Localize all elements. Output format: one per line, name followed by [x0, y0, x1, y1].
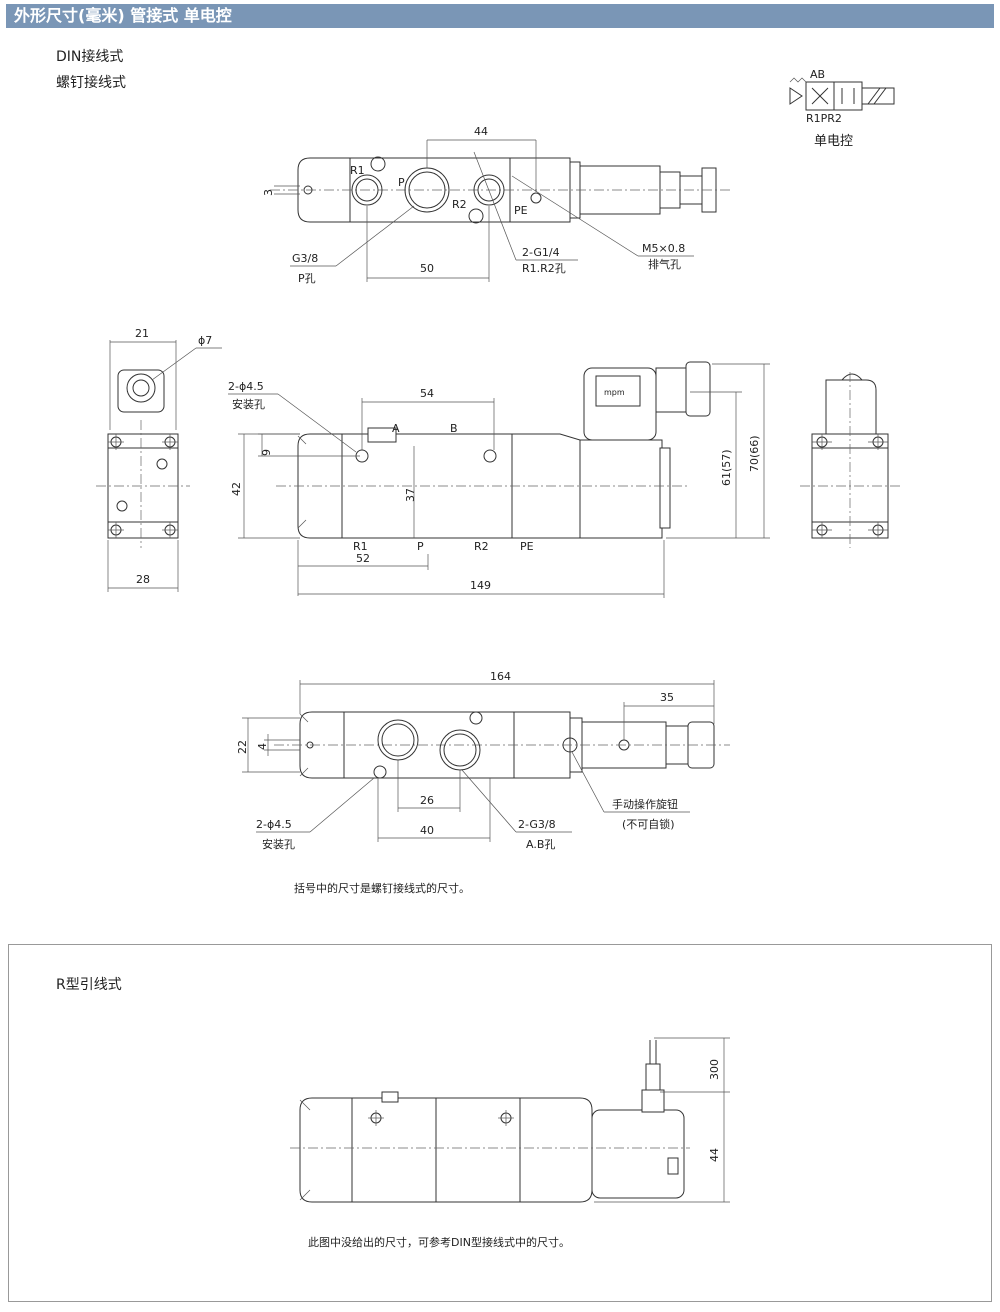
din-wiring-label: DIN接线式: [56, 49, 124, 65]
r-dim-44: 44: [708, 1148, 721, 1162]
r-type-note: 此图中没给出的尺寸，可参考DIN型接线式中的尺寸。: [308, 1236, 570, 1249]
front-dim-52: 52: [356, 552, 370, 565]
top-callout-p-hole: P孔: [298, 272, 316, 285]
top-port-r2: R2: [452, 198, 467, 211]
end-dim-phi7: ϕ7: [198, 334, 212, 347]
front-port-r1: R1: [353, 540, 368, 553]
r-type-view: 300 44: [290, 1037, 730, 1203]
front-dim-70: 70(66): [748, 435, 761, 472]
top-port-r1: R1: [350, 164, 365, 177]
top-callout-r1r2-hole: R1.R2孔: [522, 262, 566, 275]
bottom-callout-mount-hole: 安装孔: [262, 837, 295, 851]
top-port-pe: PE: [514, 204, 528, 217]
front-dim-42: 42: [230, 482, 243, 496]
bottom-callout-not-lock: (不可自锁): [622, 817, 675, 831]
front-port-b: B: [450, 422, 458, 435]
top-dim-50: 50: [420, 262, 434, 275]
front-dim-54: 54: [420, 387, 434, 400]
top-callout-g38: G3/8: [292, 252, 318, 265]
r-type-panel: [8, 944, 992, 1302]
front-port-r2: R2: [474, 540, 489, 553]
coil-mark: mpm: [604, 388, 625, 397]
front-port-pe: PE: [520, 540, 534, 553]
bottom-view: 164 35 22 4 26 40 2-ϕ4.5 安装孔 2-G3/8 A.B孔: [236, 670, 730, 851]
bottom-callout-2g38: 2-G3/8: [518, 818, 556, 831]
front-callout-mount-hole: 安装孔: [232, 397, 265, 411]
bottom-dim-22: 22: [236, 740, 249, 754]
top-dim-44: 44: [474, 125, 488, 138]
bottom-callout-ab-hole: A.B孔: [526, 838, 555, 851]
end-dim-28: 28: [136, 573, 150, 586]
front-port-a: A: [392, 422, 400, 435]
screw-wiring-label: 螺钉接线式: [56, 75, 126, 91]
front-dim-9: 9: [260, 449, 273, 456]
symbol-ports-label: R1PR2: [806, 112, 842, 125]
bottom-callout-2phi45: 2-ϕ4.5: [256, 818, 292, 831]
front-dim-149: 149: [470, 579, 491, 592]
top-callout-m5: M5×0.8: [642, 242, 685, 255]
end-view-left: 21 ϕ7 28: [96, 327, 222, 592]
symbol-caption: 单电控: [814, 134, 853, 149]
section-header: 外形尺寸(毫米) 管接式 单电控: [6, 4, 994, 28]
r-dim-300: 300: [708, 1059, 721, 1080]
bottom-dim-164: 164: [490, 670, 511, 683]
front-view: mpm A B R1 P R2 PE 54 2-ϕ4.5 安装孔 9 4: [228, 361, 770, 598]
front-dim-61: 61(57): [720, 449, 733, 486]
front-dim-37: 37: [404, 488, 417, 502]
top-callout-exhaust: 排气孔: [648, 257, 681, 271]
bracket-note: 括号中的尺寸是螺钉接线式的尺寸。: [294, 882, 470, 895]
top-port-p: P: [398, 176, 405, 189]
symbol-ab-label: AB: [810, 68, 825, 81]
bottom-dim-40: 40: [420, 824, 434, 837]
end-dim-21: 21: [135, 327, 149, 340]
end-view-right: [800, 372, 900, 548]
bottom-callout-manual: 手动操作旋钮: [612, 797, 678, 811]
valve-symbol: AB R1PR2 单电控: [789, 68, 895, 149]
bottom-dim-26: 26: [420, 794, 434, 807]
top-view: R1 P R2 PE 44 3 50 G3/8 P孔 2-G1/4 R1.R2孔…: [262, 125, 730, 285]
top-dim-3: 3: [262, 189, 275, 196]
bottom-dim-35: 35: [660, 691, 674, 704]
r-type-title: R型引线式: [56, 977, 122, 993]
bottom-dim-4: 4: [256, 743, 269, 750]
front-port-p: P: [417, 540, 424, 553]
top-callout-2g14: 2-G1/4: [522, 246, 560, 259]
front-callout-2phi45: 2-ϕ4.5: [228, 380, 264, 393]
